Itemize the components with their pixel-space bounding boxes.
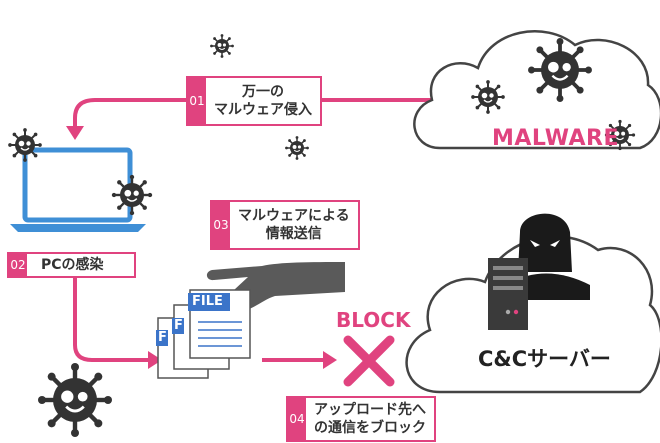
step-01-line-1: 万一の — [242, 84, 284, 100]
step-03-box: 03 マルウェアによる 情報送信 — [210, 200, 360, 250]
virus-icon — [285, 136, 309, 160]
server-icon — [488, 258, 528, 330]
virus-icon — [38, 363, 112, 437]
step-01-line-2: マルウェア侵入 — [214, 102, 312, 118]
step-02-line-1: PCの感染 — [41, 257, 104, 273]
arrow-cloud-to-pc-head — [66, 126, 84, 140]
virus-icon — [111, 174, 153, 216]
virus-icon — [8, 128, 42, 162]
laptop-icon — [10, 147, 146, 232]
virus-icon — [471, 80, 505, 114]
step-03-line-1: マルウェアによる — [238, 208, 350, 224]
block-label: BLOCK — [336, 308, 411, 332]
step-04-line-1: アップロード先へ — [314, 402, 426, 418]
virus-icon — [210, 34, 234, 58]
file-label-partial-1: F — [174, 318, 183, 333]
step-03-number: 03 — [212, 202, 230, 248]
step-04-box: 04 アップロード先へ の通信をブロック — [286, 396, 436, 442]
step-04-number: 04 — [288, 398, 306, 440]
step-02-number: 02 — [9, 254, 27, 276]
arrow-pc-to-files-head — [148, 351, 162, 369]
virus-icon — [604, 119, 636, 151]
step-04-line-2: の通信をブロック — [314, 420, 426, 436]
block-x-icon — [343, 335, 395, 387]
documents-icon — [156, 289, 251, 379]
server-label: C&Cサーバー — [478, 347, 611, 371]
step-01-box: 01 万一の マルウェア侵入 — [186, 76, 322, 126]
file-label: FILE — [192, 294, 223, 309]
step-02-box: 02 PCの感染 — [7, 252, 136, 278]
step-01-number: 01 — [188, 78, 206, 124]
arrow-cloud-to-pc — [73, 98, 452, 128]
file-label-partial-2: F — [158, 330, 167, 345]
arrow-files-to-block-head — [323, 351, 337, 369]
arrow-pc-to-files — [73, 255, 150, 362]
virus-icon — [528, 38, 592, 102]
malware-label: MALWARE — [492, 126, 620, 151]
step-03-line-2: 情報送信 — [265, 226, 322, 242]
